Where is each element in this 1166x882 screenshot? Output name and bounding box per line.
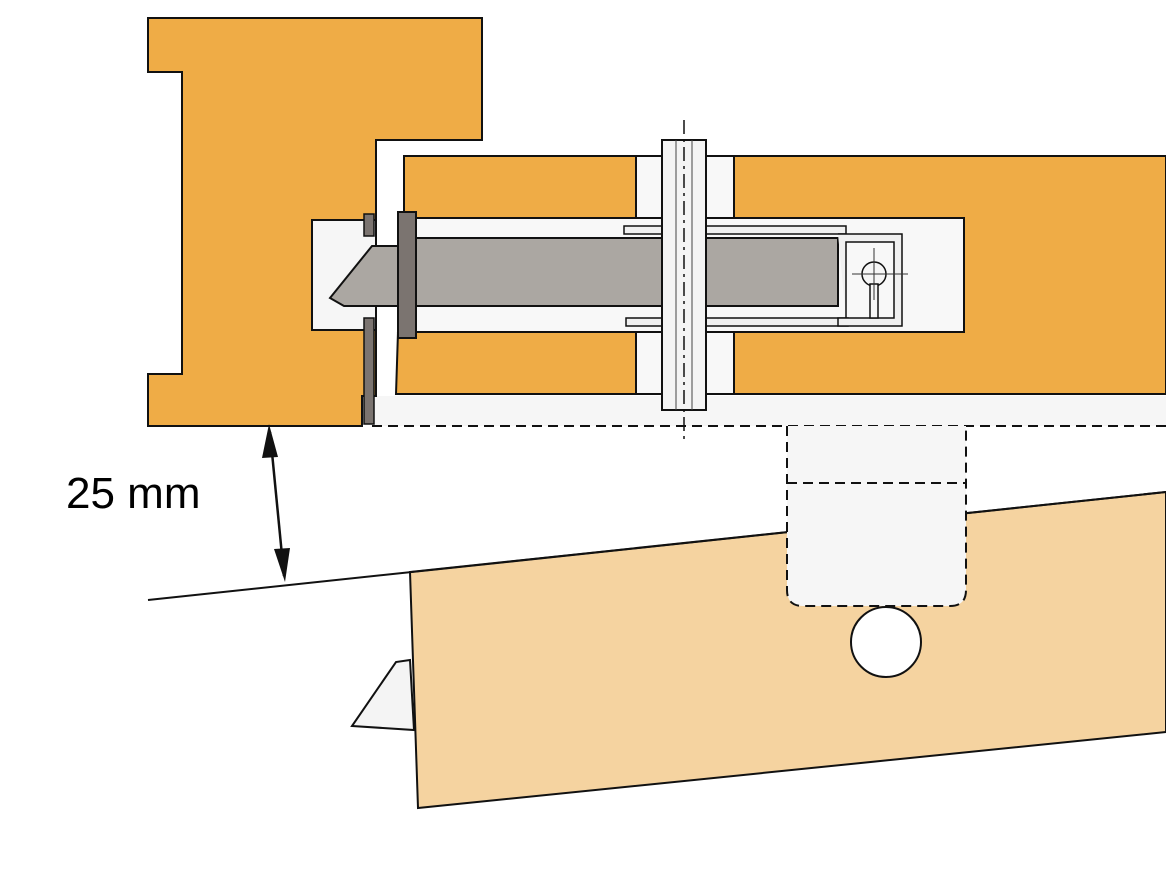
frame-gasket-top [363, 213, 375, 237]
keyhole-fitting [837, 233, 908, 327]
closed-sash-left-block-lower [394, 331, 637, 395]
bracket-outline [786, 426, 967, 607]
bolt-plate [397, 211, 417, 339]
dimension-arrow-head-bottom [274, 548, 290, 582]
dimension-arrow-head-top [262, 424, 278, 458]
bolt-guide-bottom [625, 317, 849, 327]
closed-sash-left-block [403, 155, 637, 219]
bottom-plate-strip [374, 396, 1166, 426]
tilted-sash-hole [850, 606, 922, 678]
dimension-label: 25 mm [66, 469, 200, 518]
tilted-sash [350, 490, 1166, 810]
gap-reference-line [147, 491, 1166, 601]
bolt-body [413, 237, 839, 307]
locking-bolt [328, 211, 839, 339]
bolt-guide-top [623, 225, 847, 235]
gap-dimension: 25 mm [66, 424, 290, 582]
vertical-pin [661, 120, 707, 442]
keyhole-outline [837, 233, 903, 327]
tilted-sash-tip [350, 658, 416, 732]
frame-gasket-bottom [363, 317, 375, 425]
bottom-plate [372, 396, 1166, 607]
